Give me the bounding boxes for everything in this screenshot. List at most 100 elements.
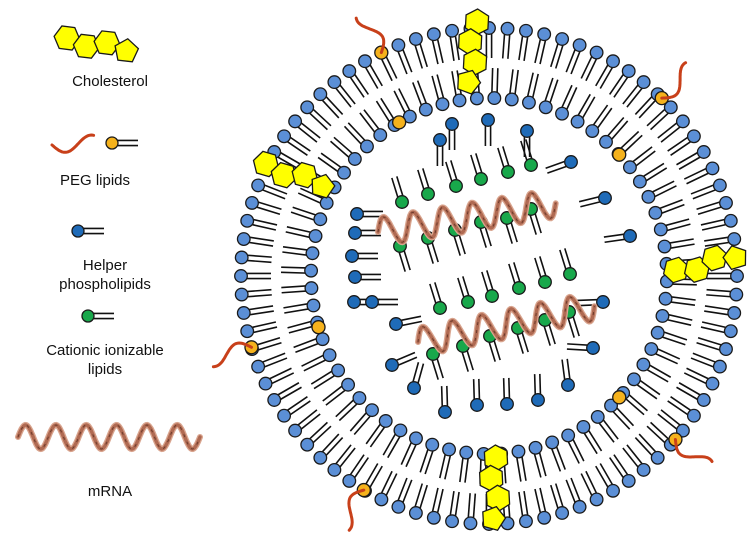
lipid-head xyxy=(452,93,467,108)
cholesterol-ring xyxy=(482,505,507,531)
cholesterol-ring xyxy=(270,161,297,189)
lipid-head xyxy=(300,100,315,115)
lipid-head xyxy=(236,306,251,320)
lipid-head xyxy=(686,129,701,144)
lipid-head xyxy=(621,473,636,488)
lipid-head xyxy=(374,492,389,507)
lipid-head xyxy=(342,64,357,79)
cholesterol-right xyxy=(662,244,747,284)
lipid-head xyxy=(240,324,255,339)
lipid-head xyxy=(391,499,406,514)
lipid-head xyxy=(288,423,303,438)
core-cationic-lipid xyxy=(508,262,526,295)
outer-leaflet-lipid xyxy=(608,454,636,488)
lipid-head xyxy=(563,267,577,281)
peg-lipid-head-inner xyxy=(391,115,407,130)
lipid-head xyxy=(485,289,499,303)
outer-leaflet-lipid xyxy=(234,269,271,283)
outer-leaflet-lipid xyxy=(234,287,272,302)
cholesterol-ring xyxy=(485,484,511,512)
lipid-head xyxy=(650,450,665,465)
legend-label-mrna: mRNA xyxy=(87,483,133,500)
outer-leaflet-lipid xyxy=(445,491,460,529)
inner-leaflet-lipid xyxy=(365,414,393,448)
lipid-head xyxy=(391,38,406,53)
outer-leaflet-lipid xyxy=(258,367,295,391)
lipid-head xyxy=(438,405,452,419)
core-helper-lipid xyxy=(407,362,425,395)
lipid-head xyxy=(442,442,457,457)
inner-leaflet-lipid xyxy=(655,308,693,326)
outer-leaflet-lipid xyxy=(240,213,278,231)
core-cationic-lipid xyxy=(457,276,475,309)
inner-leaflet-lipid xyxy=(382,423,408,459)
inner-leaflet-lipid xyxy=(570,93,596,129)
lipid-head xyxy=(234,287,249,302)
lipid-head xyxy=(658,291,673,306)
lipid-head xyxy=(727,232,742,246)
inner-leaflet-lipid xyxy=(545,435,566,472)
lipid-head xyxy=(305,246,320,261)
outer-leaflet-lipid xyxy=(667,395,701,423)
outer-leaflet-lipid xyxy=(700,213,738,231)
lipid-head xyxy=(650,325,665,340)
core-cationic-lipid xyxy=(391,176,409,209)
outer-leaflet-lipid xyxy=(463,493,478,531)
outer-leaflet-lipid xyxy=(704,232,742,247)
outer-leaflet-lipid xyxy=(300,100,332,131)
outer-leaflet-lipid xyxy=(696,195,733,215)
lipid-head xyxy=(348,270,362,284)
lipid-head xyxy=(105,136,119,150)
legend-label-helper-line2: phospholipids xyxy=(59,276,151,293)
core-cationic-lipid xyxy=(445,160,463,193)
core-cationic-lipid xyxy=(534,256,552,289)
lipid-head xyxy=(623,229,637,243)
lipid-head xyxy=(365,403,379,418)
outer-leaflet-lipid xyxy=(657,114,690,143)
outer-leaflet-lipid xyxy=(251,352,288,374)
inner-leaflet-lipid xyxy=(627,372,661,400)
outer-leaflet-lipid xyxy=(518,491,533,529)
lipid-head xyxy=(245,195,259,210)
lipid-head xyxy=(641,189,656,204)
inner-leaflet-lipid xyxy=(585,104,613,138)
lipid-head xyxy=(470,398,484,412)
lipid-head xyxy=(719,195,733,210)
lipid-head xyxy=(378,414,393,428)
lipid-head xyxy=(322,348,337,363)
cholesterol-ring xyxy=(457,69,482,95)
legend-helper-lipid-icon xyxy=(71,224,104,238)
inner-leaflet-lipid xyxy=(538,77,559,115)
lipid-head xyxy=(632,174,647,189)
lipid-head xyxy=(313,212,328,227)
legend-cationic-lipid-icon xyxy=(81,309,114,323)
cholesterol-top xyxy=(457,8,490,95)
lipid-head xyxy=(315,332,330,347)
outer-leaflet-lipid xyxy=(580,470,604,507)
lipid-head xyxy=(589,492,604,507)
core-helper-lipid xyxy=(578,191,612,208)
inner-leaflet-lipid xyxy=(459,445,474,483)
mrna-texture xyxy=(17,424,201,450)
cholesterol-ring xyxy=(311,173,336,199)
outer-leaflet-lipid xyxy=(426,27,444,65)
peg-lipid-head-inner xyxy=(612,147,627,162)
inner-leaflet-lipid xyxy=(349,403,379,435)
lipid-head xyxy=(342,473,357,488)
lipid-head xyxy=(395,195,409,209)
inner-leaflet-lipid xyxy=(576,419,603,455)
outer-leaflet-lipid xyxy=(236,232,274,247)
lipid-head xyxy=(537,27,552,42)
inner-leaflet-lipid xyxy=(400,431,423,468)
lipid-head xyxy=(675,423,690,438)
cholesterol-ring xyxy=(722,245,747,271)
lipid-head xyxy=(350,207,364,221)
inner-leaflet-lipid xyxy=(521,72,539,110)
lipid-head xyxy=(686,408,701,423)
outer-leaflet-lipid xyxy=(342,64,370,98)
lipid-head xyxy=(421,187,435,201)
inner-leaflet-lipid xyxy=(301,348,337,372)
outer-leaflet-lipid xyxy=(426,487,444,525)
lipid-head xyxy=(723,324,738,339)
lipid-head xyxy=(474,172,488,186)
